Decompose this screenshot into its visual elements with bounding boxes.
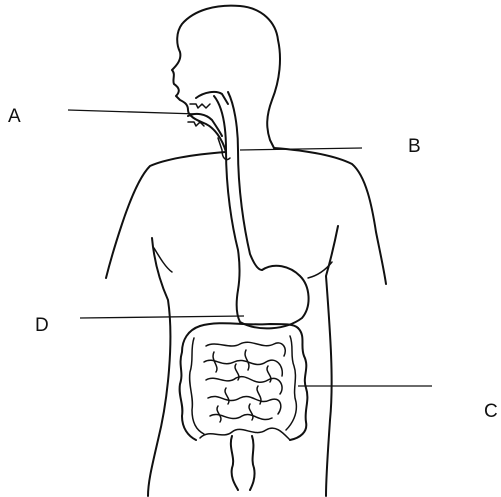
label-a: A <box>8 106 21 127</box>
leader-line-b <box>240 148 362 150</box>
rectum <box>231 436 255 490</box>
descending-colon <box>290 328 307 440</box>
palate <box>196 92 228 104</box>
left-torso-outline <box>148 238 170 496</box>
leader-line-a <box>68 110 198 114</box>
esophagus-right-wall <box>228 92 262 270</box>
leader-line-d <box>80 316 244 318</box>
small-intestine-coil-2 <box>204 360 282 376</box>
descending-colon-inner <box>286 336 296 430</box>
label-c: C <box>484 401 498 422</box>
body-outline <box>106 6 386 496</box>
label-b: B <box>408 136 421 157</box>
esophagus <box>214 92 262 290</box>
teeth-upper <box>190 104 210 108</box>
label-d: D <box>35 315 49 336</box>
small-intestine <box>200 342 290 440</box>
small-intestine-coil-4 <box>208 396 281 414</box>
teeth-lower <box>188 122 204 126</box>
esophagus-left-wall <box>214 96 240 290</box>
small-intestine-lower <box>200 428 290 440</box>
ascending-colon-inner <box>190 338 204 434</box>
left-arm-outline <box>106 152 226 278</box>
stomach <box>237 266 309 329</box>
